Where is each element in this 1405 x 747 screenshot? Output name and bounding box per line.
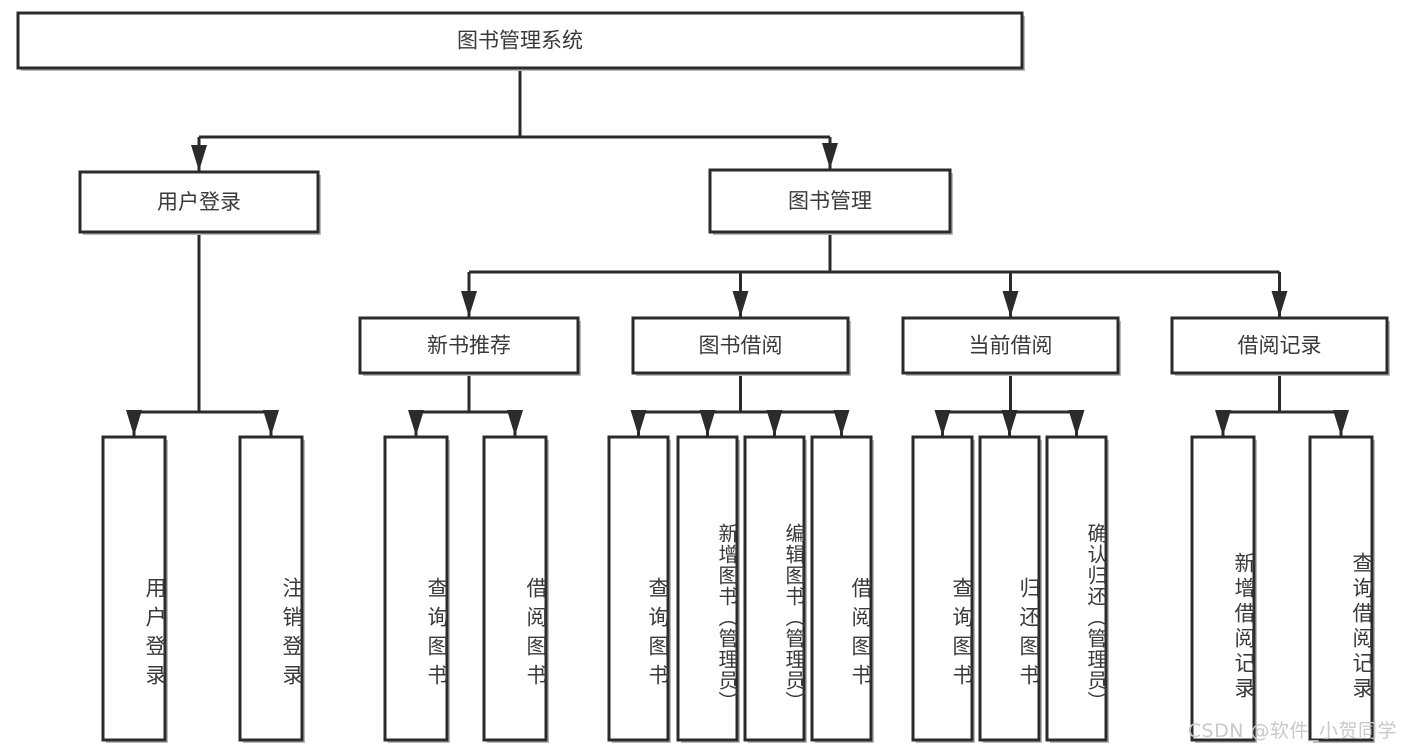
node-level3-1[interactable]	[631, 316, 851, 376]
node-label: 图书管理	[788, 189, 872, 213]
node-leaf-9[interactable]	[978, 435, 1042, 743]
node-leaf-11[interactable]	[1190, 435, 1257, 743]
node-leaf-2[interactable]	[383, 435, 450, 743]
node-box[interactable]	[101, 435, 167, 742]
edge-arrowhead	[461, 291, 477, 317]
node-label: 借阅记录	[1238, 334, 1322, 358]
node-label: 当前借阅	[969, 334, 1053, 358]
edges-layer	[126, 68, 1349, 436]
edge-arrowhead	[699, 410, 716, 436]
node-leaf-6[interactable]	[743, 435, 807, 743]
node-level2-0[interactable]	[78, 170, 321, 235]
node-leaf-0[interactable]	[101, 435, 168, 743]
node-label: 图书管理系统	[457, 29, 583, 53]
node-box[interactable]	[708, 168, 952, 234]
node-box[interactable]	[78, 170, 320, 234]
node-box[interactable]	[1045, 435, 1108, 742]
watermark-text: CSDN @软件_小贺同学	[1187, 720, 1397, 742]
node-leaf-5[interactable]	[676, 435, 740, 743]
node-box[interactable]	[631, 316, 850, 375]
edge-arrowhead	[191, 145, 207, 171]
node-level3-3[interactable]	[1170, 316, 1390, 376]
node-label: 用户登录	[157, 190, 241, 214]
node-root-0[interactable]	[16, 11, 1025, 71]
edge-arrowhead	[1333, 410, 1349, 436]
node-leaf-8[interactable]	[911, 435, 975, 743]
boxes-layer	[16, 11, 1390, 743]
node-box[interactable]	[810, 435, 873, 742]
node-label: 图书借阅	[699, 334, 783, 358]
node-box[interactable]	[482, 435, 548, 742]
edge-arrowhead	[1068, 410, 1085, 436]
node-label: 新书推荐	[427, 334, 511, 358]
edge-arrowhead	[822, 143, 838, 169]
node-box[interactable]	[978, 435, 1041, 742]
node-level2-1[interactable]	[708, 168, 953, 235]
node-box[interactable]	[743, 435, 806, 742]
node-box[interactable]	[901, 316, 1120, 375]
edge-arrowhead	[1215, 410, 1231, 436]
node-leaf-12[interactable]	[1308, 435, 1375, 743]
edge-arrowhead	[766, 410, 783, 436]
node-box[interactable]	[607, 435, 670, 742]
node-leaf-7[interactable]	[810, 435, 874, 743]
node-level3-0[interactable]	[358, 316, 581, 376]
node-box[interactable]	[358, 316, 580, 375]
node-level3-2[interactable]	[901, 316, 1121, 376]
edge-arrowhead	[630, 410, 647, 436]
edge-arrowhead	[1001, 410, 1018, 436]
edge-arrowhead	[1271, 291, 1288, 317]
node-leaf-1[interactable]	[238, 435, 305, 743]
edge-arrowhead	[126, 410, 142, 436]
node-box[interactable]	[1190, 435, 1256, 742]
node-leaf-4[interactable]	[607, 435, 671, 743]
node-leaf-3[interactable]	[482, 435, 549, 743]
edge-arrowhead	[507, 410, 523, 436]
node-box[interactable]	[911, 435, 974, 742]
edge-arrowhead	[408, 410, 424, 436]
node-box[interactable]	[16, 11, 1024, 70]
node-box[interactable]	[676, 435, 739, 742]
node-box[interactable]	[1308, 435, 1374, 742]
node-leaf-10[interactable]	[1045, 435, 1109, 743]
edge-arrowhead	[263, 410, 279, 436]
edge-arrowhead	[833, 410, 850, 436]
node-box[interactable]	[1170, 316, 1389, 375]
edge-arrowhead	[934, 410, 951, 436]
node-box[interactable]	[238, 435, 304, 742]
edge-arrowhead	[732, 291, 749, 317]
node-box[interactable]	[383, 435, 449, 742]
edge-arrowhead	[1002, 291, 1019, 317]
